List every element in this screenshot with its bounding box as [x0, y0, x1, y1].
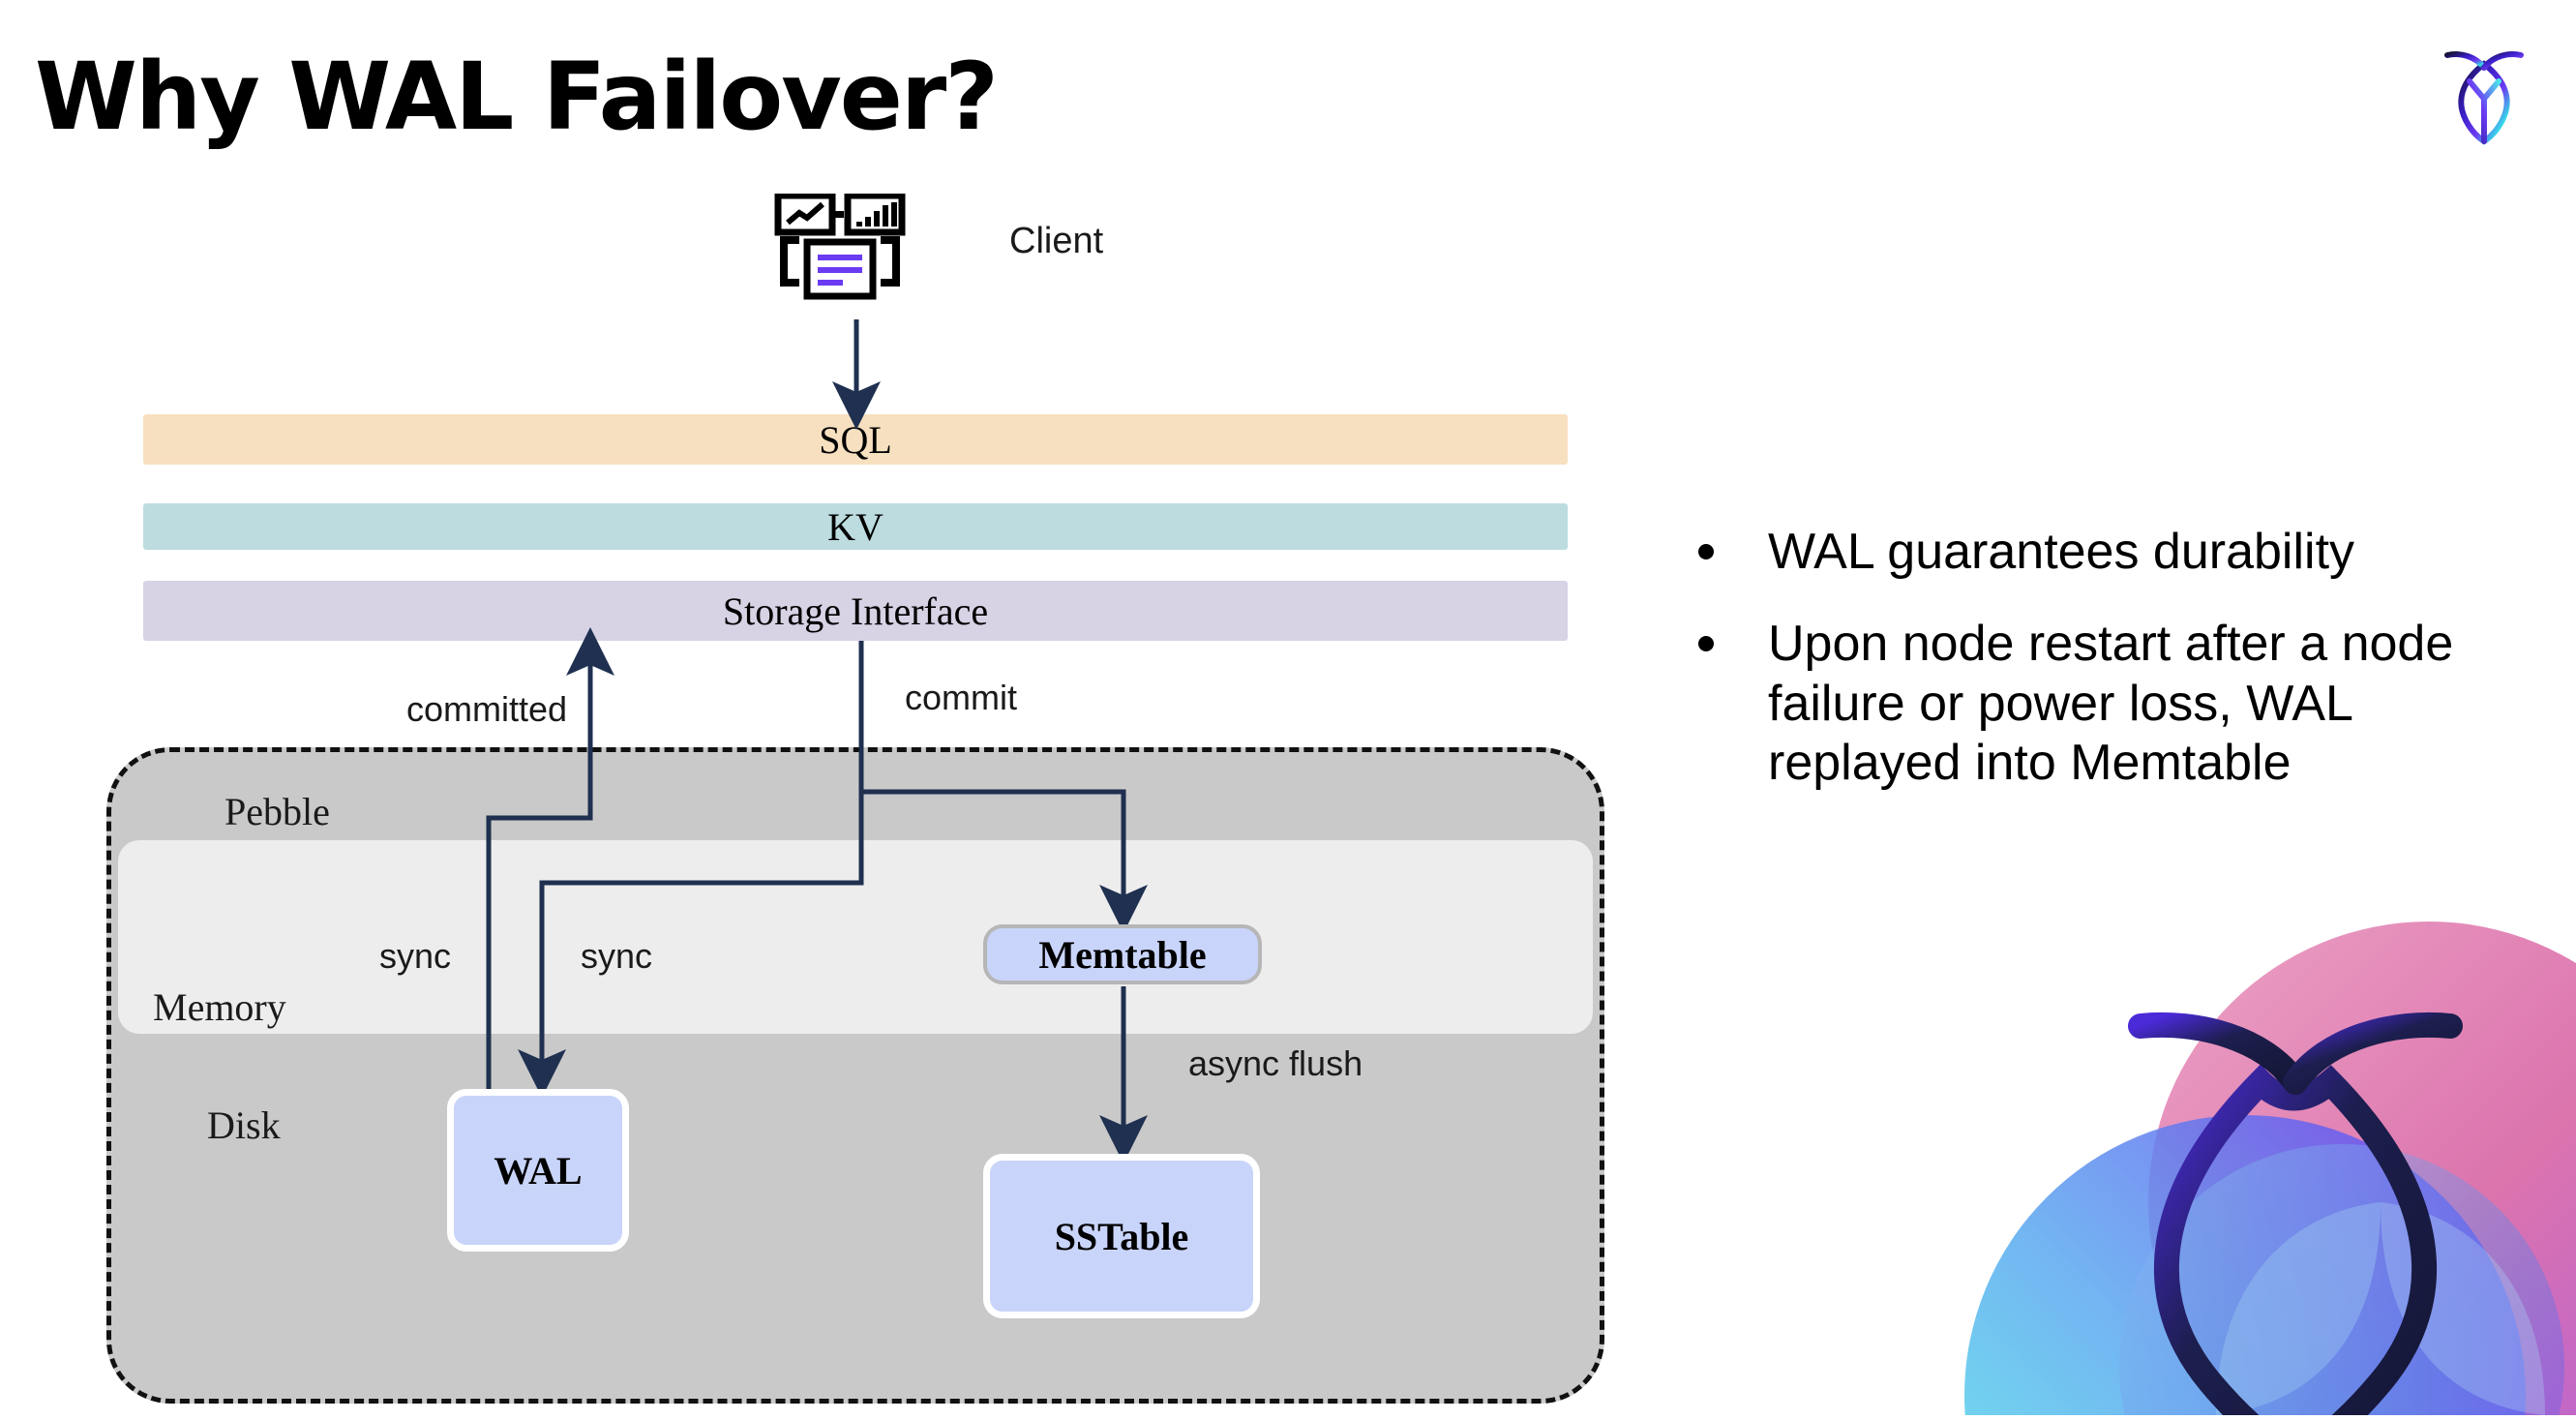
- bullet-dot-icon: [1698, 636, 1714, 652]
- layer-bar-storage-interface: Storage Interface: [143, 581, 1568, 641]
- decorative-corner-graphic: [1926, 912, 2576, 1415]
- cockroach-leaf-logo-icon: [2427, 39, 2541, 153]
- layer-bar-kv-label: KV: [827, 504, 884, 549]
- edge-label-sync-right: sync: [581, 936, 653, 976]
- layer-bar-sql-label: SQL: [819, 417, 892, 462]
- memory-label: Memory: [153, 985, 286, 1029]
- bullet-text: Upon node restart after a node failure o…: [1768, 616, 2454, 792]
- edge-label-committed: committed: [406, 689, 568, 729]
- memory-region: [118, 840, 1593, 1034]
- list-item: Upon node restart after a node failure o…: [1698, 615, 2521, 793]
- node-wal-label: WAL: [494, 1148, 583, 1193]
- client-dashboard-icon: [774, 192, 929, 319]
- bullet-dot-icon: [1698, 544, 1714, 559]
- bullet-text: WAL guarantees durability: [1768, 524, 2355, 580]
- layer-bar-storage-interface-label: Storage Interface: [722, 589, 989, 633]
- list-item: WAL guarantees durability: [1698, 523, 2521, 582]
- node-sstable: SSTable: [983, 1154, 1260, 1318]
- node-memtable-label: Memtable: [1038, 932, 1207, 977]
- node-memtable: Memtable: [983, 924, 1262, 984]
- edge-label-sync-left: sync: [379, 936, 452, 976]
- layer-bar-sql: SQL: [143, 414, 1568, 465]
- layer-bar-kv: KV: [143, 503, 1568, 550]
- bullet-list: WAL guarantees durability Upon node rest…: [1698, 523, 2521, 826]
- client-label: Client: [1009, 221, 1104, 261]
- node-wal: WAL: [447, 1089, 629, 1252]
- disk-label: Disk: [207, 1103, 281, 1147]
- node-sstable-label: SSTable: [1054, 1214, 1189, 1258]
- pebble-label: Pebble: [225, 790, 330, 833]
- edge-label-async-flush: async flush: [1188, 1043, 1363, 1083]
- architecture-diagram: Client SQL KV Storage Interface Pebble M…: [106, 192, 1604, 1404]
- page-title: Why WAL Failover?: [35, 43, 999, 151]
- edge-label-commit: commit: [905, 678, 1017, 717]
